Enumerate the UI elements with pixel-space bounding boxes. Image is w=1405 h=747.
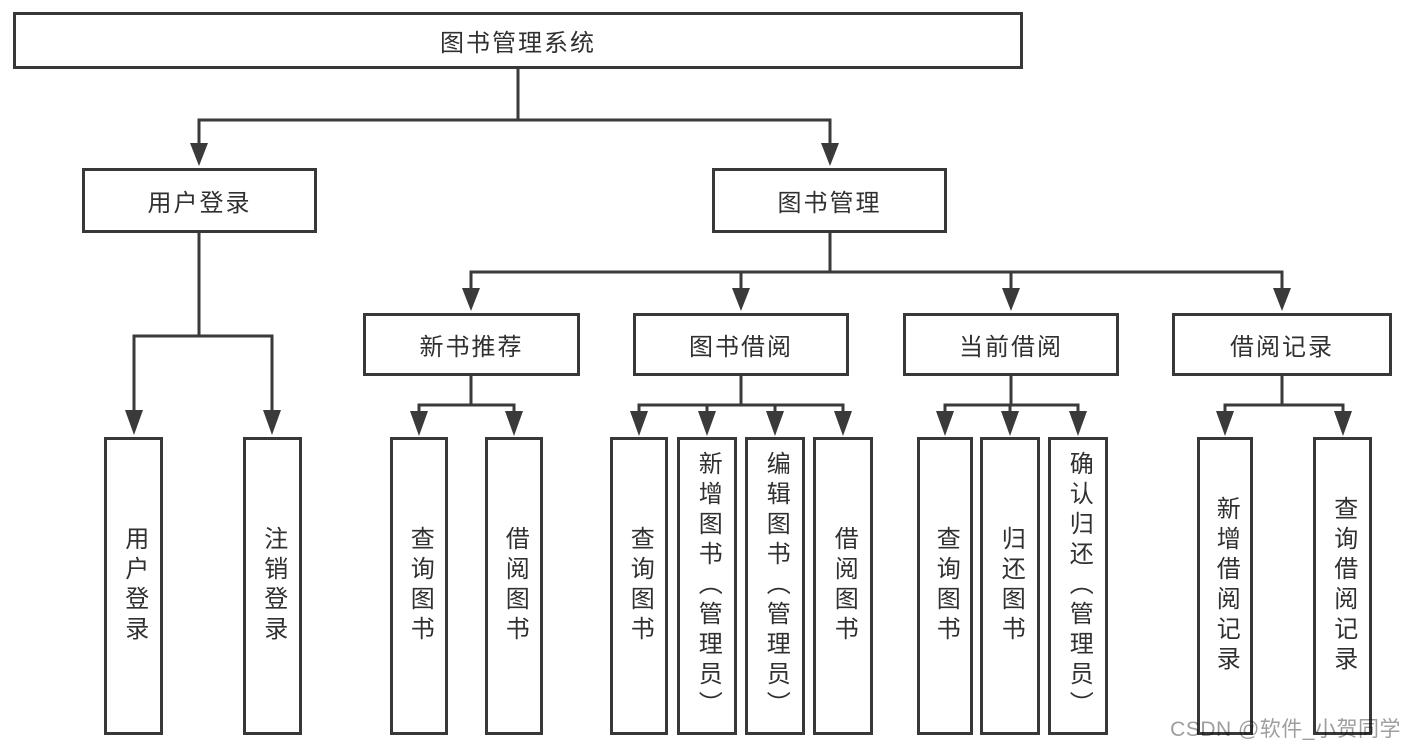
arrowhead	[698, 411, 716, 436]
node-root-label: 图书管理系统	[440, 30, 596, 57]
connector-line	[637, 375, 845, 413]
arrowhead	[410, 411, 428, 436]
leaf-current-confirm: 确认归还（管理员）	[1048, 437, 1108, 735]
leaf-borrow-edit: 编辑图书（管理员）	[745, 437, 805, 735]
leaf-records-add-label: 新增借阅记录	[1212, 496, 1240, 676]
node-book-borrow-label: 图书借阅	[689, 334, 793, 361]
arrowhead	[732, 288, 750, 311]
node-current-borrow: 当前借阅	[903, 313, 1119, 376]
connector-book-borrow	[630, 375, 852, 436]
leaf-current-return-label: 归还图书	[997, 526, 1025, 646]
leaf-borrow-query-label: 查询图书	[626, 526, 654, 646]
connector-line	[469, 232, 1284, 291]
node-new-book-rec: 新书推荐	[363, 313, 580, 376]
node-current-borrow-label: 当前借阅	[959, 334, 1063, 361]
leaf-newbook-borrow-label: 借阅图书	[501, 526, 529, 646]
arrowhead	[834, 411, 852, 436]
leaf-logout-label: 注销登录	[259, 526, 287, 646]
leaf-borrow-query: 查询图书	[610, 437, 668, 735]
arrowhead	[263, 410, 281, 435]
leaf-user-login: 用户登录	[104, 437, 163, 735]
arrowhead	[1273, 288, 1291, 311]
node-new-book-rec-label: 新书推荐	[419, 334, 524, 361]
leaf-borrow-borrow-label: 借阅图书	[830, 526, 858, 646]
leaf-borrow-add-label: 新增图书（管理员）	[694, 451, 722, 721]
arrowhead	[190, 143, 208, 166]
node-user-login: 用户登录	[82, 168, 317, 233]
leaf-current-query-label: 查询图书	[932, 526, 960, 646]
arrowhead	[630, 411, 648, 436]
connector-line	[417, 375, 516, 413]
connector-line	[943, 375, 1080, 413]
leaf-borrow-edit-label: 编辑图书（管理员）	[762, 451, 790, 721]
connector-current-borrow	[936, 375, 1087, 436]
node-user-login-label: 用户登录	[147, 190, 252, 217]
leaf-current-query: 查询图书	[917, 437, 973, 735]
node-borrow-records: 借阅记录	[1172, 313, 1392, 376]
leaf-newbook-query: 查询图书	[390, 437, 448, 735]
connector-user-login	[125, 232, 281, 435]
leaf-newbook-borrow: 借阅图书	[485, 437, 543, 735]
arrowhead	[1334, 411, 1352, 436]
node-book-mgmt: 图书管理	[712, 168, 947, 233]
arrowhead	[766, 411, 784, 436]
leaf-newbook-query-label: 查询图书	[406, 526, 434, 646]
arrowhead	[1216, 411, 1234, 436]
node-root: 图书管理系统	[13, 12, 1023, 69]
leaf-user-login-label: 用户登录	[120, 526, 148, 646]
leaf-records-add: 新增借阅记录	[1197, 437, 1253, 735]
arrowhead	[1001, 411, 1019, 436]
leaf-current-return: 归还图书	[980, 437, 1040, 735]
arrowhead	[462, 288, 480, 311]
arrowhead	[936, 411, 954, 436]
connector-line	[132, 232, 274, 412]
node-borrow-records-label: 借阅记录	[1230, 334, 1334, 361]
connector-borrow-records	[1216, 375, 1352, 436]
leaf-borrow-borrow: 借阅图书	[813, 437, 873, 735]
connector-book-mgmt	[462, 232, 1291, 311]
arrowhead	[1069, 411, 1087, 436]
leaf-borrow-add: 新增图书（管理员）	[677, 437, 737, 735]
connector-line	[197, 68, 832, 146]
connector-new-book	[410, 375, 523, 436]
node-book-mgmt-label: 图书管理	[777, 190, 882, 217]
csdn-watermark: CSDN @软件_小贺同学	[1170, 718, 1401, 741]
arrowhead	[821, 143, 839, 166]
arrowhead	[505, 411, 523, 436]
node-book-borrow: 图书借阅	[633, 313, 849, 376]
connector-root	[190, 68, 839, 166]
leaf-records-query: 查询借阅记录	[1313, 437, 1372, 735]
leaf-records-query-label: 查询借阅记录	[1329, 496, 1357, 676]
leaf-current-confirm-label: 确认归还（管理员）	[1065, 451, 1093, 721]
leaf-logout: 注销登录	[243, 437, 302, 735]
arrowhead	[1002, 288, 1020, 311]
arrowhead	[125, 410, 143, 435]
connector-line	[1223, 375, 1345, 413]
